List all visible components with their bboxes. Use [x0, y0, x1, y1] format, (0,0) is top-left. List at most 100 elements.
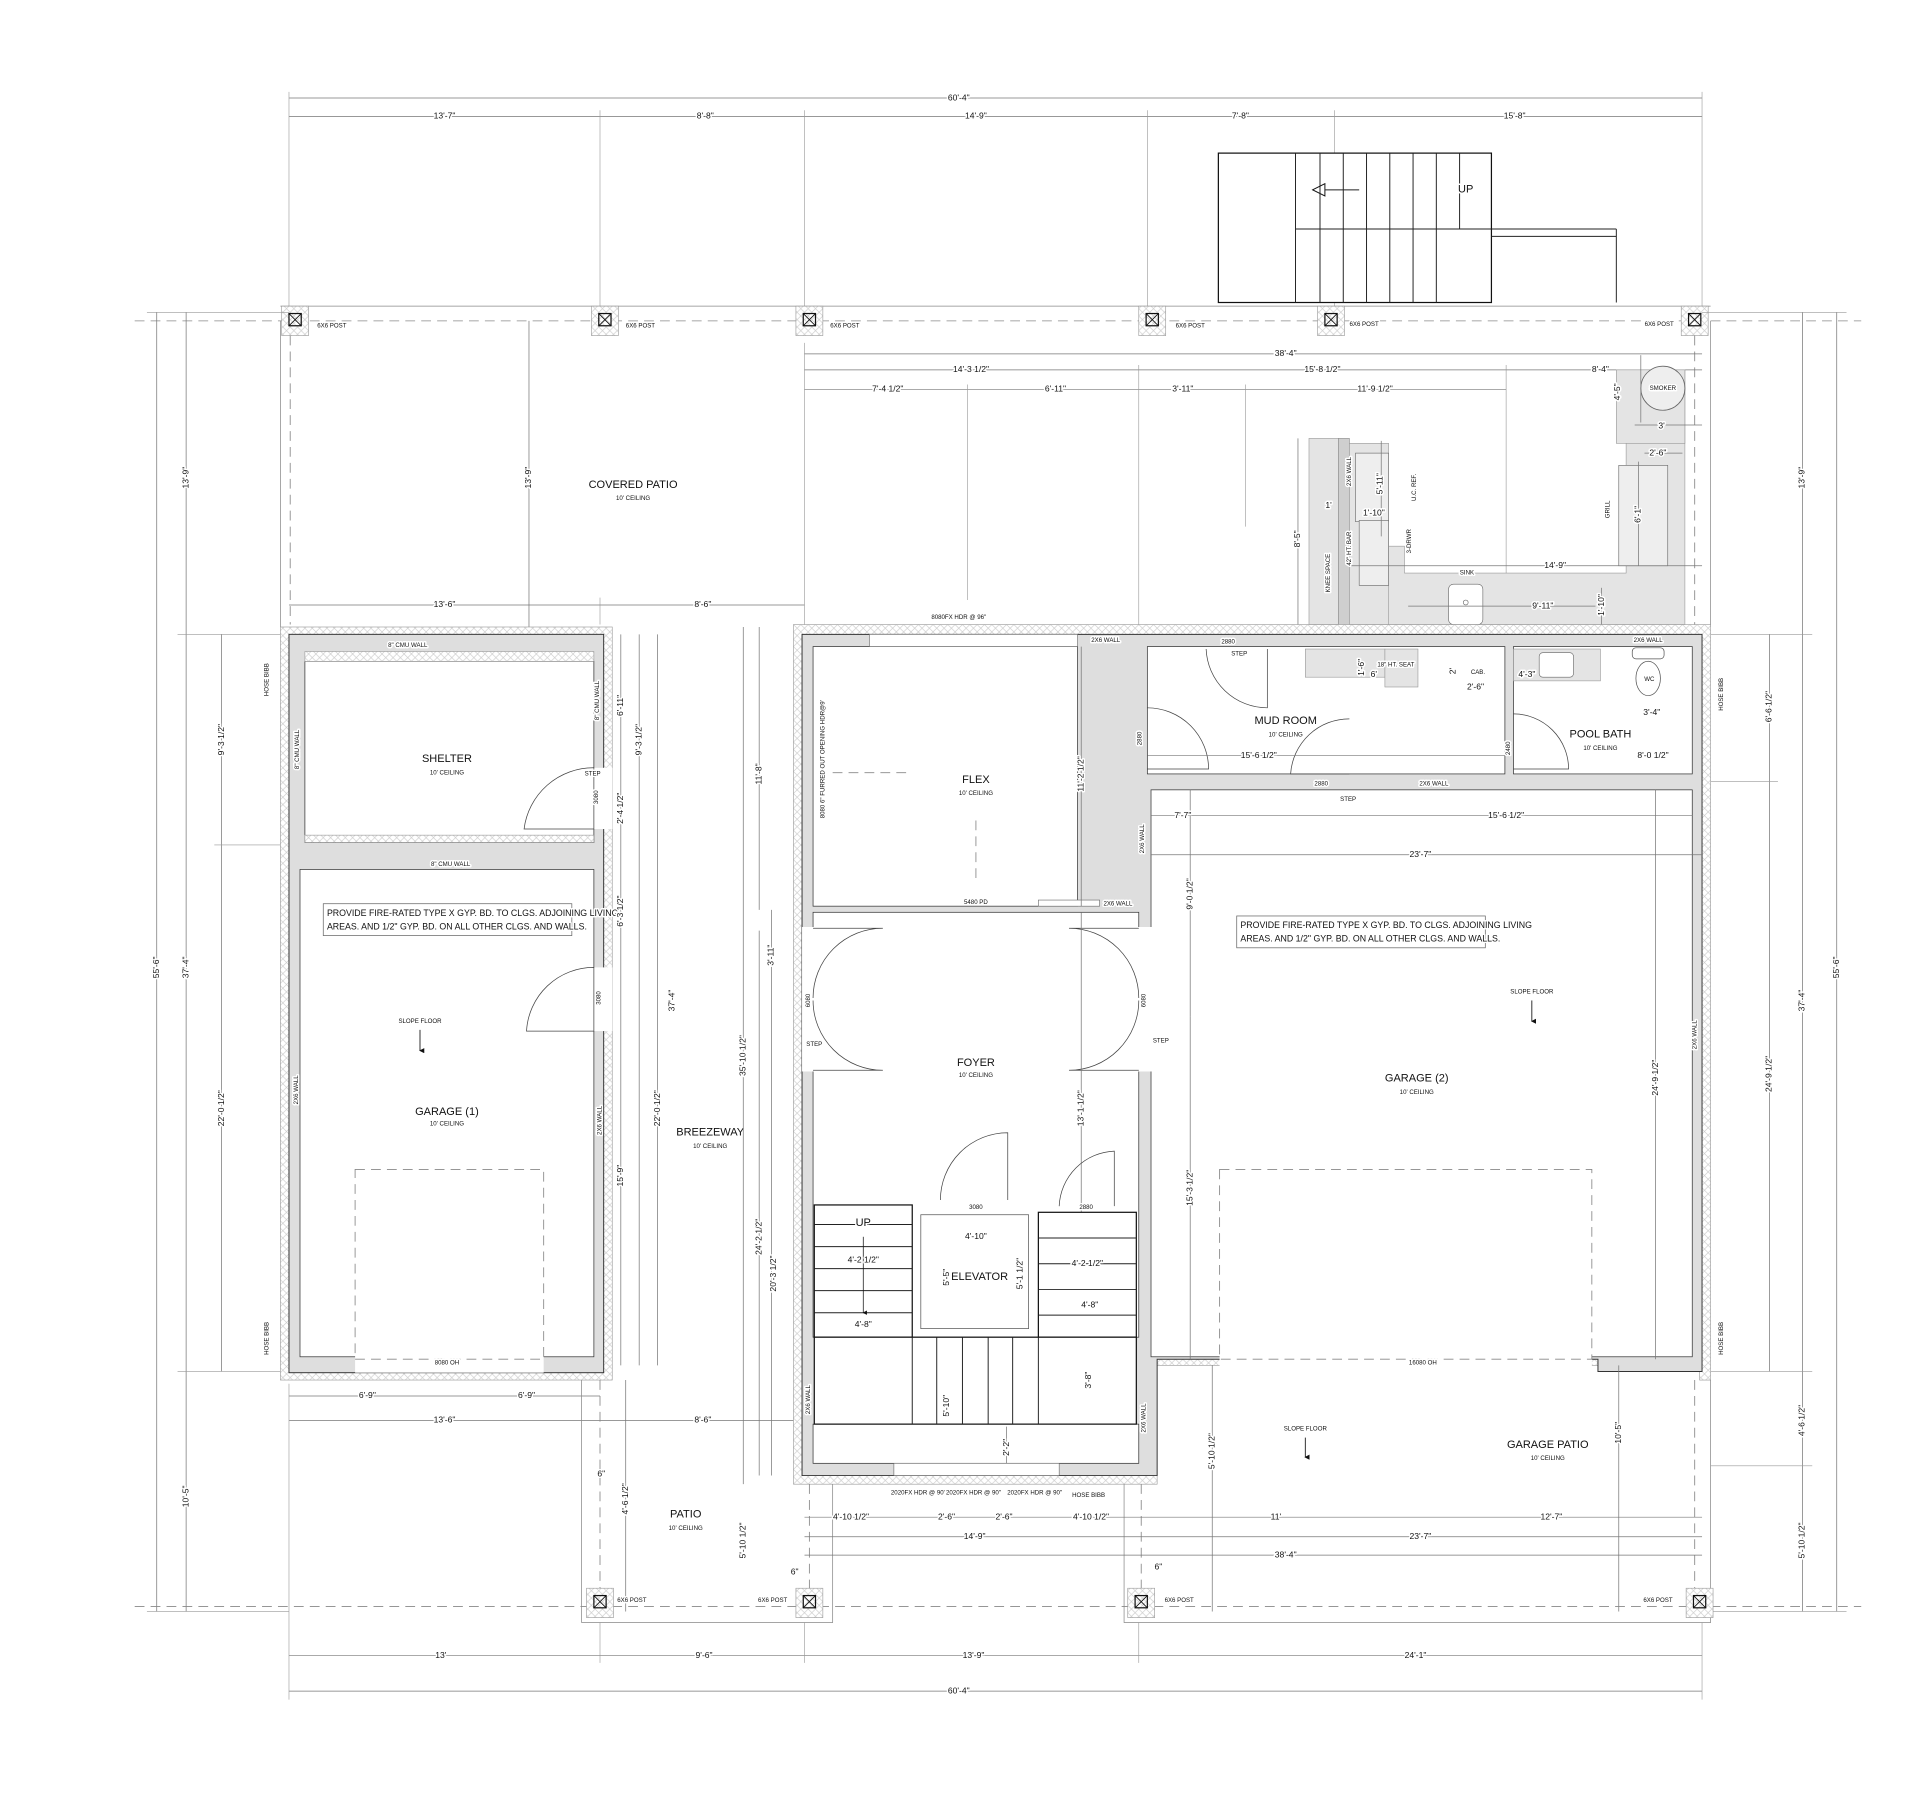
dim: 15'-6 1/2" [1488, 810, 1524, 820]
step-label: STEP [806, 1041, 822, 1048]
dim-top-1: 13'-7" [434, 111, 456, 121]
dim: 23'-7" [1410, 1531, 1432, 1541]
dim: 38'-4" [1275, 1549, 1297, 1559]
wall-label: 2X6 WALL [1346, 456, 1353, 486]
dim: 4'-10" [965, 1231, 987, 1241]
fire-note-2: PROVIDE FIRE-RATED TYPE X GYP. BD. TO CL… [1236, 915, 1534, 949]
post-x-icon [598, 313, 612, 327]
post [795, 305, 824, 336]
post-x-icon [288, 313, 302, 327]
post-x-icon [593, 1595, 607, 1609]
dim: 8'-6" [694, 599, 711, 609]
wall-label: 2X6 WALL [805, 1385, 812, 1415]
step-label: STEP [585, 771, 601, 778]
post-x-icon [1688, 313, 1702, 327]
dim-right-4: 5'-10 1/2" [1797, 1522, 1807, 1558]
room-name-shelter: SHELTER [422, 753, 472, 765]
ceiling-height: 10' CEILING [959, 1072, 993, 1079]
stair-up-label: UP [1458, 184, 1473, 196]
wall-label: 2X6 WALL [1091, 637, 1121, 644]
exterior-stair: UP [1217, 152, 1617, 304]
dim: 9'-0 1/2" [1184, 878, 1194, 909]
post [1680, 305, 1709, 336]
post-label: 6X6 POST [758, 1597, 787, 1604]
dim-overall-top: 60'-4" [948, 92, 970, 102]
dim: 2'-6" [938, 1511, 955, 1521]
dim-top-5: 15'-8" [1504, 111, 1526, 121]
dim: 2'-4 1/2" [615, 793, 625, 824]
dim-left-1: 13'-9" [180, 467, 190, 489]
dim: 13'-6" [434, 1415, 456, 1425]
dim: 24'-9 1/2" [1650, 1060, 1660, 1096]
ceiling-height: 10' CEILING [669, 1525, 703, 1532]
room-name-flex: FLEX [962, 774, 990, 786]
dim-top-3: 14'-9" [965, 111, 987, 121]
wall-label: 2X6 WALL [1139, 824, 1146, 854]
dim-right-3: 4'-6 1/2" [1797, 1405, 1807, 1436]
outdoor-kitchen: SMOKER GRILL SINK U.C. REF. 3-DRWR 42" H… [1291, 355, 1703, 635]
ceiling-height: 10' CEILING [1269, 731, 1303, 738]
dim: 13'-6" [434, 599, 456, 609]
dim-top-4: 7'-8" [1232, 111, 1249, 121]
dim: 1'-10" [1363, 507, 1385, 517]
door-size: 3080 [593, 790, 600, 804]
dim: 5'-10" [941, 1395, 951, 1417]
post-label: 6X6 POST [1643, 1597, 1672, 1604]
slope-floor-label: SLOPE FLOOR [1284, 1426, 1328, 1433]
dim-right-overall: 55'-6" [1831, 956, 1841, 978]
door-size: 6080 [1140, 993, 1147, 1007]
post-x-icon [802, 1595, 816, 1609]
door-size: 2880 [1137, 731, 1144, 745]
dim-bottom-3: 13'-9" [963, 1650, 985, 1660]
patio: PATIO 10' CEILING 4'-6 1/2" 6" 5'-10 1/2… [581, 1380, 834, 1623]
ref-label: U.C. REF. [1411, 474, 1418, 501]
dim-left-overall: 55'-6" [151, 956, 161, 978]
wall-label: 2X6 WALL [1634, 637, 1664, 644]
dim: 4'-5" [1612, 383, 1622, 400]
door-size: 5480 PD [964, 899, 988, 906]
dim: 2'-6" [1467, 681, 1484, 691]
knee-space-label: KNEE SPACE [1325, 554, 1332, 593]
garage-patio: GARAGE PATIO 10' CEILING SLOPE FLOOR 10'… [1123, 1365, 1711, 1623]
post [1127, 1587, 1155, 1618]
door-size: 2880 [1079, 1204, 1093, 1211]
wall-label: 2X6 WALL [293, 1075, 300, 1105]
wall-label: 2X6 WALL [1419, 780, 1449, 787]
wc-label: WC [1644, 676, 1655, 683]
post-label: 6X6 POST [830, 322, 859, 329]
post [281, 305, 309, 336]
dim: 7'-4 1/2" [872, 384, 903, 394]
opening-label: 8080 6" FURRED OUT OPENING HDR@9' [819, 700, 826, 818]
bar-label: 42" HT. BAR [1346, 531, 1353, 566]
dim: 4'-10 1/2" [1073, 1511, 1109, 1521]
door-size: 3080 [595, 991, 602, 1005]
dim: 15'-6 1/2" [1241, 750, 1277, 760]
smoker-label: SMOKER [1650, 385, 1677, 392]
dim-top-2: 8'-8" [697, 111, 714, 121]
dim: 4'-8" [855, 1319, 872, 1329]
dim-right-inner-2: 24'-9 1/2" [1764, 1056, 1774, 1092]
left-dimensions: 55'-6" 13'-9" 37'-4" 10'-5" 9'-3 1/2" 22… [146, 311, 289, 1612]
step-label: STEP [1153, 1037, 1169, 1044]
dim: 5'-10 1/2" [738, 1522, 748, 1558]
dim: 6" [597, 1469, 605, 1479]
ceiling-height: 10' CEILING [959, 790, 993, 797]
grill-icon [1618, 465, 1669, 567]
dim: 11'-9 1/2" [1357, 384, 1392, 394]
dim: 11' [1271, 1511, 1282, 1521]
sink-icon [1448, 583, 1484, 625]
dim: 1'-10" [1596, 594, 1606, 616]
hose-bibb-label: HOSE BIBB [1072, 1492, 1105, 1499]
dim: 6' [1371, 669, 1378, 679]
dim: 9'-3 1/2" [633, 724, 643, 755]
door-size: 2880 [1221, 638, 1235, 645]
dim: 12'-7" [1541, 1511, 1563, 1521]
dim-right-1: 13'-9" [1797, 467, 1807, 489]
stair-landing-floor [812, 1423, 1140, 1464]
wall-label: 2X6 WALL [1103, 900, 1133, 907]
ceiling-height: 10' CEILING [430, 769, 464, 776]
note-line: AREAS. AND 1/2" GYP. BD. ON ALL OTHER CL… [1240, 934, 1500, 944]
grill-label: GRILL [1604, 500, 1611, 518]
room-name-garage-2: GARAGE (2) [1385, 1073, 1449, 1085]
